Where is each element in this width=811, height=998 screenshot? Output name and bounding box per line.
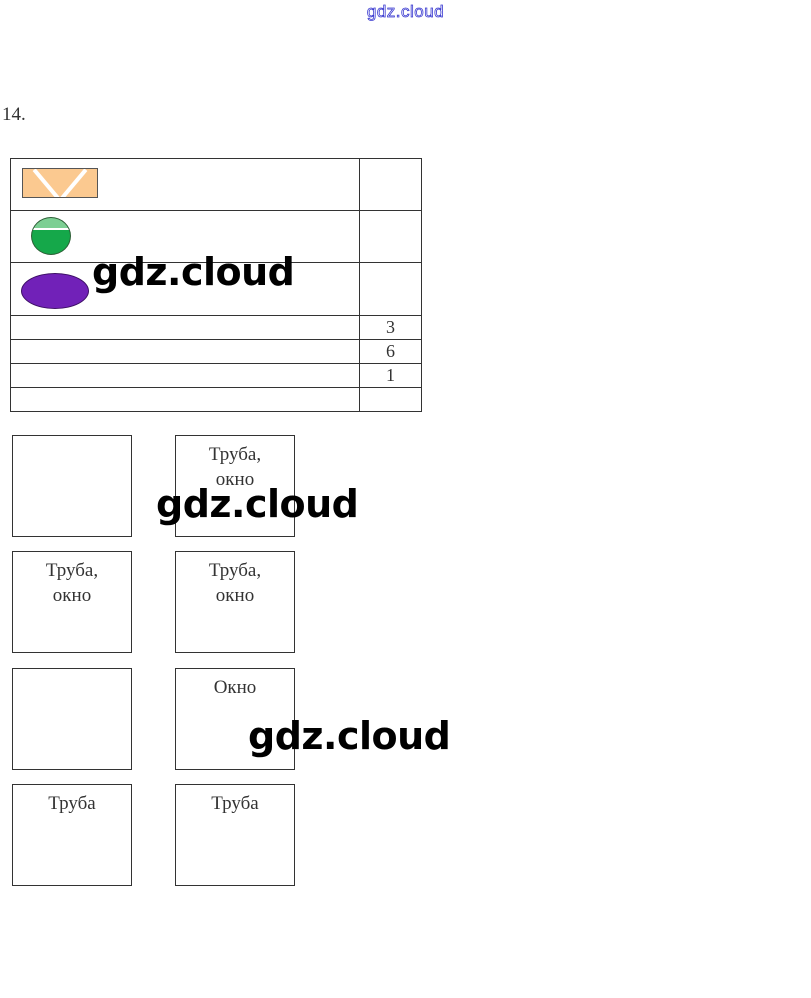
house-box [12,668,132,770]
count-cell: 6 [359,339,422,364]
table-row [10,262,422,316]
brick-icon [22,168,98,198]
table-row: 6 [10,339,422,364]
watermark: gdz.cloud [248,714,451,758]
green-ball-icon [31,217,71,255]
count-cell: 1 [359,363,422,388]
task-number: 14. [2,104,26,125]
watermark: gdz.cloud [156,482,359,526]
house-box: Труба [12,784,132,886]
house-box: Окно [175,668,295,770]
site-header-logo[interactable]: gdz.cloud [366,2,445,22]
legend-table: 3 6 1 [10,158,422,412]
count-cell [359,210,422,263]
count-cell [359,387,422,412]
table-row [10,387,422,412]
table-row [10,158,422,211]
house-box: Труба,окно [12,551,132,653]
house-box: Труба,окно [175,435,295,537]
count-cell: 3 [359,315,422,340]
purple-oval-icon [21,273,89,309]
watermark: gdz.cloud [92,250,295,294]
table-row: 3 [10,315,422,340]
count-cell [359,158,422,211]
house-box: Труба,окно [175,551,295,653]
table-row: 1 [10,363,422,388]
house-box: Труба [175,784,295,886]
house-box [12,435,132,537]
count-cell [359,262,422,316]
